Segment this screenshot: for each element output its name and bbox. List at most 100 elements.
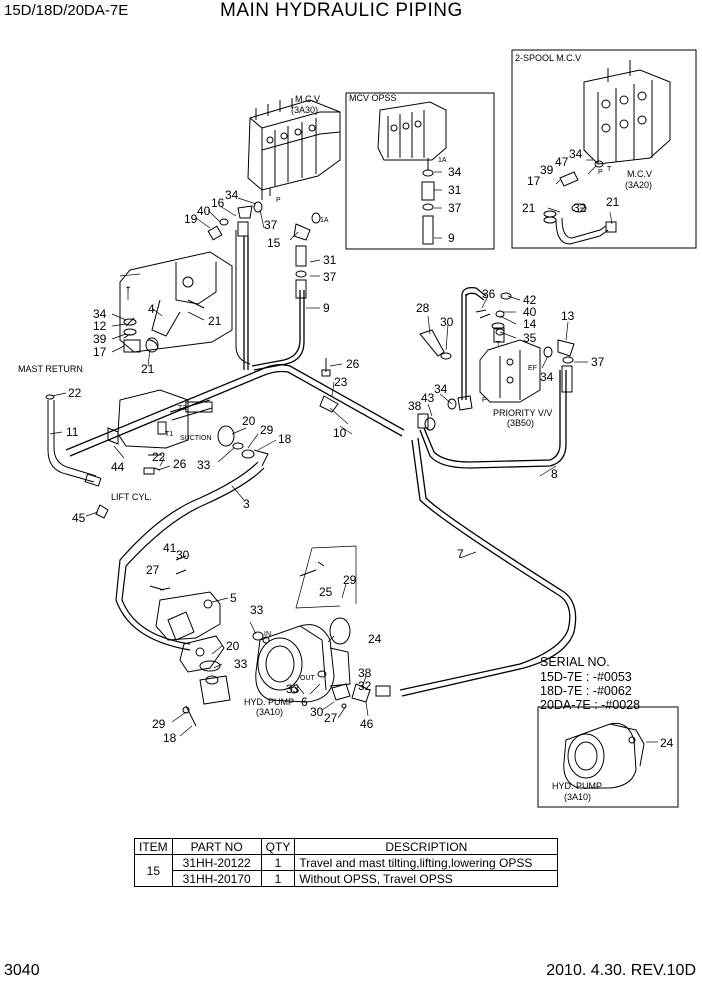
port-p-priority: P [482,397,487,404]
callout-27-b: 27 [324,711,338,725]
leader-lines [49,159,658,743]
callout-6: 6 [301,695,308,709]
priority-valve-label: PRIORITY V/V [493,408,552,418]
opss-callout-31: 31 [448,183,462,197]
alt-pump-label: HYD. PUMP [552,781,602,791]
port-t1: T1 [165,431,173,438]
page-number: 3040 [4,962,40,979]
two-spool-callout-21b: 21 [606,195,620,209]
callout-37-a: 37 [264,218,278,232]
revision-date: 2010. 4.30. REV.10D [546,962,696,979]
callout-35: 35 [523,331,537,345]
callout-8: 8 [551,467,558,481]
serial-line-20da: 20DA-7E : -#0028 [540,698,640,712]
callout-30-a: 30 [440,315,454,329]
callout-37-b: 37 [323,270,337,284]
two-spool-inset-frame [511,49,697,249]
pump-bracket [149,555,325,727]
opss-port-1a: 1A [438,157,447,164]
main-callouts: 34 16 40 19 37 15 31 37 9 34 12 39 17 4 … [66,188,674,750]
opss-callout-9: 9 [448,231,455,245]
callout-9: 9 [323,301,330,315]
callout-44: 44 [111,460,125,474]
callout-31: 31 [323,253,337,267]
mcv-opss-title: MCV OPSS [349,93,397,103]
two-spool-callout-39: 39 [540,163,554,177]
two-spool-callout-34: 34 [569,147,583,161]
header-description: DESCRIPTION [294,838,559,855]
opss-callout-37: 37 [448,201,462,215]
port-p-mcv: P [276,197,281,204]
callout-21-a: 21 [208,314,222,328]
callout-16: 16 [211,196,225,210]
callout-41: 41 [163,541,177,555]
callout-26-b: 26 [173,457,187,471]
callout-14: 14 [523,317,537,331]
callout-27-a: 27 [146,563,160,577]
pump-label: HYD. PUMP [244,697,294,707]
callout-3: 3 [243,497,250,511]
mcv-ref: (3A30) [291,105,318,115]
port-ef: EF [528,365,537,372]
opss-callouts: 34 31 37 9 [448,165,462,245]
callout-46: 46 [360,717,374,731]
port-t-bracket: T [126,287,131,294]
callout-15: 15 [267,236,281,250]
callout-18-a: 18 [278,432,292,446]
table-row: 15 31HH-20122 1 Travel and mast tilting,… [134,854,559,887]
serial-heading: SERIAL NO. [540,655,610,669]
callout-22-a: 22 [68,386,82,400]
port-out: OUT [300,675,316,682]
qty: 1 [260,854,296,871]
callout-32: 32 [358,679,372,693]
callout-22-b: 22 [152,450,166,464]
callout-29-a: 29 [260,423,274,437]
callout-24: 24 [368,632,382,646]
header-item: ITEM [134,838,173,855]
mcv-valve-drawing [247,98,341,200]
suction-label: SUCTION [180,435,212,442]
callout-19: 19 [184,212,198,226]
upper-left-bracket [119,251,233,353]
callout-33-c: 33 [234,657,248,671]
callout-10: 10 [333,426,347,440]
description: Without OPSS, Travel OPSS [294,870,559,887]
callout-40-a: 40 [197,204,211,218]
model-header: 15D/18D/20DA-7E [4,2,129,19]
item-number: 15 [134,854,173,887]
serial-line-18d: 18D-7E : -#0062 [540,684,632,698]
two-spool-mcv-label: M.C.V [627,169,652,179]
two-spool-mcv-drawing [543,60,671,245]
two-spool-callout-32: 32 [573,201,587,215]
part-no: 31HH-20122 [171,854,262,871]
callout-40-b: 40 [523,305,537,319]
table-row: 31HH-20170 1 Without OPSS, Travel OPSS [135,870,559,887]
callout-12: 12 [93,319,107,333]
mcv-opss-inset-frame [345,92,495,250]
callout-33-d: 33 [286,682,300,696]
callout-11: 11 [66,425,79,439]
two-spool-mcv-ref: (3A20) [625,180,652,190]
qty: 1 [260,870,296,887]
opss-callout-34: 34 [448,165,462,179]
priority-valve-ref: (3B50) [507,418,534,428]
callout-21-b: 21 [141,362,155,376]
callout-20-b: 20 [226,639,240,653]
callout-34-c: 34 [540,370,554,384]
callout-38-b: 38 [358,666,372,680]
callout-34-a: 34 [225,188,239,202]
two-spool-port-t: T [607,166,612,173]
callout-33-a: 33 [197,458,211,472]
callout-18-b: 18 [163,731,177,745]
mcv-opss-valve-drawing [377,101,447,245]
two-spool-callout-17: 17 [527,174,541,188]
callout-20-a: 20 [242,414,256,428]
mcv-right-fittings [207,201,321,299]
callout-7: 7 [457,547,464,561]
callout-17: 17 [93,345,107,359]
port-1a-mcv: 1A [320,217,329,224]
callout-5: 5 [230,591,237,605]
callout-43: 43 [421,391,435,405]
port-in: IN [264,631,271,638]
callout-29-c: 29 [343,573,357,587]
